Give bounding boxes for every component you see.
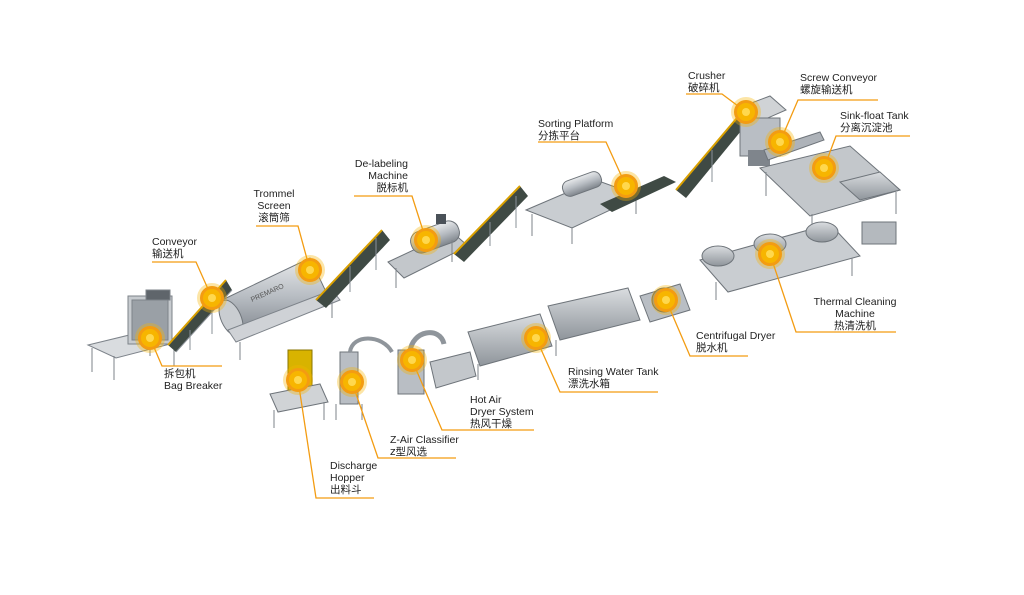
leader-discharge bbox=[297, 379, 374, 499]
marker-trommel-screen[interactable] bbox=[298, 258, 322, 282]
label-hot-air-dryer-system: Hot Air Dryer System 热风干燥 bbox=[470, 394, 534, 430]
marker-discharge-hopper[interactable] bbox=[286, 368, 310, 392]
label-delabel-line1: De-labeling bbox=[354, 158, 408, 170]
marker-conveyor[interactable] bbox=[200, 286, 224, 310]
conveyor-belt-4 bbox=[675, 111, 750, 198]
label-conveyor-en: Conveyor bbox=[152, 236, 197, 248]
label-zair-en: Z-Air Classifier bbox=[390, 434, 459, 446]
leader-thermal bbox=[769, 253, 896, 333]
label-delabel-cn: 脱标机 bbox=[376, 182, 409, 194]
label-thermal-line1: Thermal Cleaning bbox=[813, 296, 897, 308]
marker-hot-air-dryer-system[interactable] bbox=[400, 348, 424, 372]
label-trommel-cn: 滚筒筛 bbox=[258, 212, 290, 224]
label-centrifugal-en: Centrifugal Dryer bbox=[696, 330, 776, 342]
label-thermal-cn: 热清洗机 bbox=[834, 320, 876, 332]
leader-zair bbox=[351, 381, 456, 459]
conveyor-belt-2 bbox=[315, 229, 390, 308]
label-sink-float-tank: Sink-float Tank 分离沉淀池 bbox=[840, 110, 909, 134]
label-screw-conveyor: Screw Conveyor 螺旋输送机 bbox=[800, 72, 877, 96]
label-thermal-cleaning-machine: Thermal Cleaning Machine 热清洗机 bbox=[808, 296, 902, 332]
leader-screw bbox=[779, 99, 878, 143]
marker-z-air-classifier[interactable] bbox=[340, 370, 364, 394]
leader-hotair bbox=[411, 359, 534, 431]
label-delabel-line2: Machine bbox=[368, 170, 408, 182]
leader-centrifugal bbox=[665, 299, 748, 357]
label-crusher-en: Crusher bbox=[688, 70, 726, 82]
thermal-cleaning-machine-body bbox=[699, 221, 861, 300]
label-sorting-cn: 分拣平台 bbox=[538, 130, 580, 142]
label-discharge-line2: Hopper bbox=[330, 472, 365, 484]
label-screw-en: Screw Conveyor bbox=[800, 72, 878, 84]
label-rinsing-cn: 漂洗水箱 bbox=[568, 378, 610, 390]
sorting-platform-machine bbox=[524, 171, 676, 244]
label-sorting-en: Sorting Platform bbox=[538, 118, 614, 130]
label-discharge-hopper: Discharge Hopper 出料斗 bbox=[330, 460, 377, 496]
sink-float-tank-machine bbox=[758, 145, 902, 245]
label-centrifugal-cn: 脱水机 bbox=[696, 342, 728, 354]
marker-crusher[interactable] bbox=[734, 100, 758, 124]
marker-de-labeling-machine[interactable] bbox=[414, 228, 438, 252]
label-rinsing-water-tank: Rinsing Water Tank 漂洗水箱 bbox=[568, 366, 658, 390]
label-z-air-classifier: Z-Air Classifier z型风选 bbox=[390, 434, 459, 458]
leader-trommel bbox=[256, 225, 311, 271]
label-bag-breaker-en: Bag Breaker bbox=[164, 380, 223, 392]
label-sink-cn: 分离沉淀池 bbox=[840, 122, 893, 134]
label-discharge-line1: Discharge bbox=[330, 460, 378, 472]
marker-thermal-cleaning-machine[interactable] bbox=[758, 242, 782, 266]
leader-sorting bbox=[538, 141, 627, 187]
label-screw-cn: 螺旋输送机 bbox=[800, 84, 853, 96]
marker-bag-breaker[interactable] bbox=[138, 326, 162, 350]
label-trommel-line2: Screen bbox=[257, 200, 291, 212]
leader-lines bbox=[149, 93, 910, 499]
marker-sorting-platform[interactable] bbox=[614, 174, 638, 198]
label-conveyor: Conveyor 输送机 bbox=[152, 236, 197, 260]
label-trommel-screen: Trommel Screen 滚筒筛 bbox=[250, 188, 298, 224]
leader-rinsing bbox=[535, 337, 658, 393]
leader-delabel bbox=[354, 195, 427, 241]
label-sorting-platform: Sorting Platform 分拣平台 bbox=[538, 118, 613, 142]
marker-screw-conveyor[interactable] bbox=[768, 130, 792, 154]
label-rinsing-en: Rinsing Water Tank bbox=[568, 366, 659, 378]
marker-sink-float-tank[interactable] bbox=[812, 156, 836, 180]
conveyor-belt-3 bbox=[453, 185, 528, 262]
label-trommel-line1: Trommel bbox=[253, 188, 295, 200]
label-hotair-cn: 热风干燥 bbox=[470, 418, 512, 430]
label-bag-breaker: 拆包机 Bag Breaker bbox=[164, 368, 222, 392]
label-hotair-line1: Hot Air bbox=[470, 394, 502, 406]
label-crusher-cn: 破碎机 bbox=[688, 82, 720, 94]
marker-centrifugal-dryer[interactable] bbox=[654, 288, 678, 312]
label-centrifugal-dryer: Centrifugal Dryer 脱水机 bbox=[696, 330, 775, 354]
label-zair-cn: z型风选 bbox=[390, 446, 428, 458]
label-hotair-line2: Dryer System bbox=[470, 406, 534, 418]
label-discharge-cn: 出料斗 bbox=[330, 484, 362, 496]
label-sink-en: Sink-float Tank bbox=[840, 110, 909, 122]
marker-rinsing-water-tank[interactable] bbox=[524, 326, 548, 350]
label-crusher: Crusher 破碎机 bbox=[688, 70, 725, 94]
label-thermal-line2: Machine bbox=[835, 308, 875, 320]
label-conveyor-cn: 输送机 bbox=[152, 248, 184, 260]
label-bag-breaker-cn: 拆包机 bbox=[164, 368, 196, 380]
label-de-labeling-machine: De-labeling Machine 脱标机 bbox=[348, 158, 408, 194]
